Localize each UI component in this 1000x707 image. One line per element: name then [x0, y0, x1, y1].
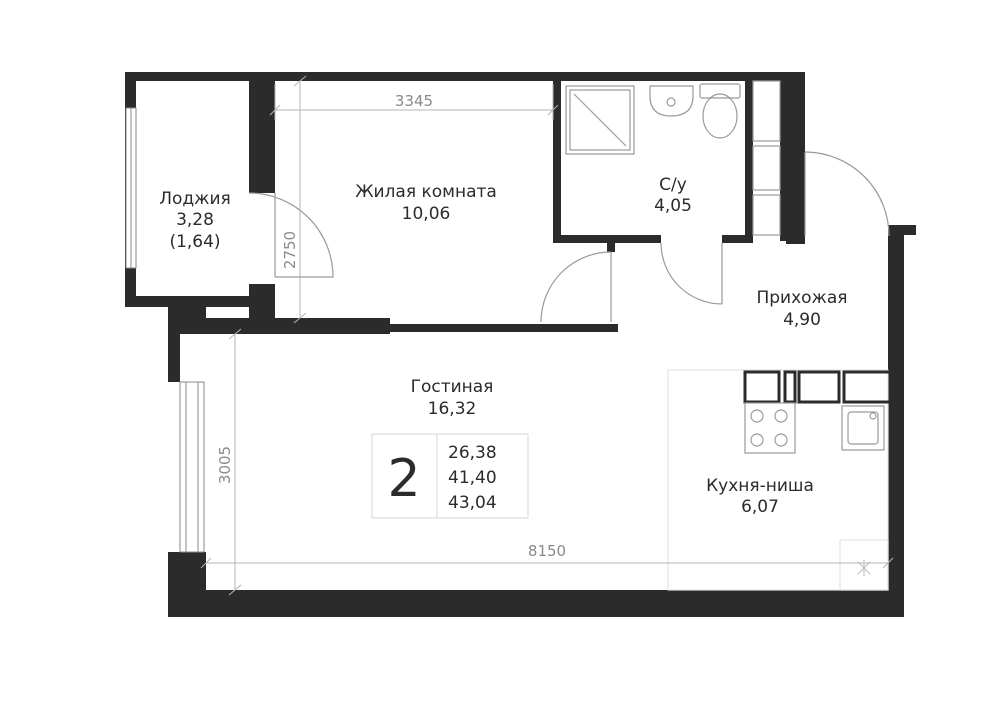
room-name: Лоджия: [159, 189, 231, 209]
toilet-icon: [699, 83, 741, 99]
doors: [248, 151, 890, 323]
room-area: 4,90: [783, 310, 821, 330]
room-bedroom: Жилая комната 10,06: [355, 182, 497, 224]
wall-loggia-bottom: [125, 296, 275, 307]
wall-loggia-bedroom-lower: [249, 284, 275, 318]
wall-bath-west: [553, 81, 561, 243]
shower-tray: [565, 85, 635, 155]
wall-bedroom-living-thick: [175, 318, 390, 334]
total-area-value: 41,40: [448, 468, 497, 488]
room-name: Прихожая: [756, 288, 847, 308]
wall-entrance-jamb: [786, 72, 805, 244]
living-area-value: 26,38: [448, 443, 497, 463]
room-name: С/у: [659, 175, 687, 195]
room-labels: Лоджия 3,28 (1,64) Жилая комната 10,06 С…: [159, 175, 847, 517]
windows: [125, 107, 205, 553]
wall-bath-south-right: [722, 235, 752, 243]
wall-loggia-bedroom-upper: [249, 72, 275, 193]
kitchen-sink-icon: [841, 405, 885, 451]
living-window: [179, 381, 205, 553]
cooktop-icon: [744, 402, 796, 454]
dimension-total-width: 8150: [528, 542, 566, 560]
room-name: Кухня-ниша: [706, 476, 814, 496]
entrance-door-swing: [804, 151, 890, 237]
wall-bath-stub: [607, 240, 615, 252]
dimension-lines: [200, 75, 894, 596]
wall-shaft-west: [745, 81, 753, 243]
bathroom-door-swing: [660, 242, 723, 305]
room-area: 4,05: [654, 196, 692, 216]
room-area: 16,32: [428, 399, 477, 419]
fixtures: [565, 80, 892, 591]
room-area: 6,07: [741, 497, 779, 517]
dimension-bedroom-depth: 2750: [281, 231, 299, 269]
room-name: Жилая комната: [355, 182, 497, 202]
wall-east: [888, 225, 904, 617]
room-kitchen: Кухня-ниша 6,07: [706, 476, 814, 517]
dimension-bedroom-width: 3345: [395, 92, 433, 110]
bedroom-door-swing: [540, 251, 612, 323]
walls: [125, 72, 916, 617]
fridge-spot: [839, 539, 889, 591]
bathroom-sink-icon: [649, 85, 694, 117]
room-area-note: (1,64): [169, 232, 220, 252]
wall-bottom: [168, 590, 904, 617]
wall-top: [125, 72, 805, 81]
room-hallway: Прихожая 4,90: [756, 288, 847, 330]
room-name: Гостиная: [411, 377, 494, 397]
room-area: 3,28: [176, 210, 214, 230]
room-bathroom: С/у 4,05: [654, 175, 692, 216]
wall-east-cap: [888, 225, 916, 235]
loggia-door-swing: [248, 192, 334, 278]
total-area-with-loggia-value: 43,04: [448, 493, 497, 513]
kitchen-niche-area: [667, 369, 889, 591]
kitchen-cabinet: [743, 370, 781, 404]
wall-shaft-east: [780, 81, 788, 241]
summary-box: 2 26,38 41,40 43,04: [371, 433, 529, 519]
rooms-count: 2: [387, 449, 420, 509]
wall-bath-south-left: [553, 235, 661, 243]
room-area: 10,06: [402, 204, 451, 224]
dimension-living-depth: 3005: [216, 446, 234, 484]
room-living: Гостиная 16,32: [411, 377, 494, 419]
room-loggia: Лоджия 3,28 (1,64): [159, 189, 231, 252]
wall-bedroom-living-thin: [390, 324, 618, 332]
